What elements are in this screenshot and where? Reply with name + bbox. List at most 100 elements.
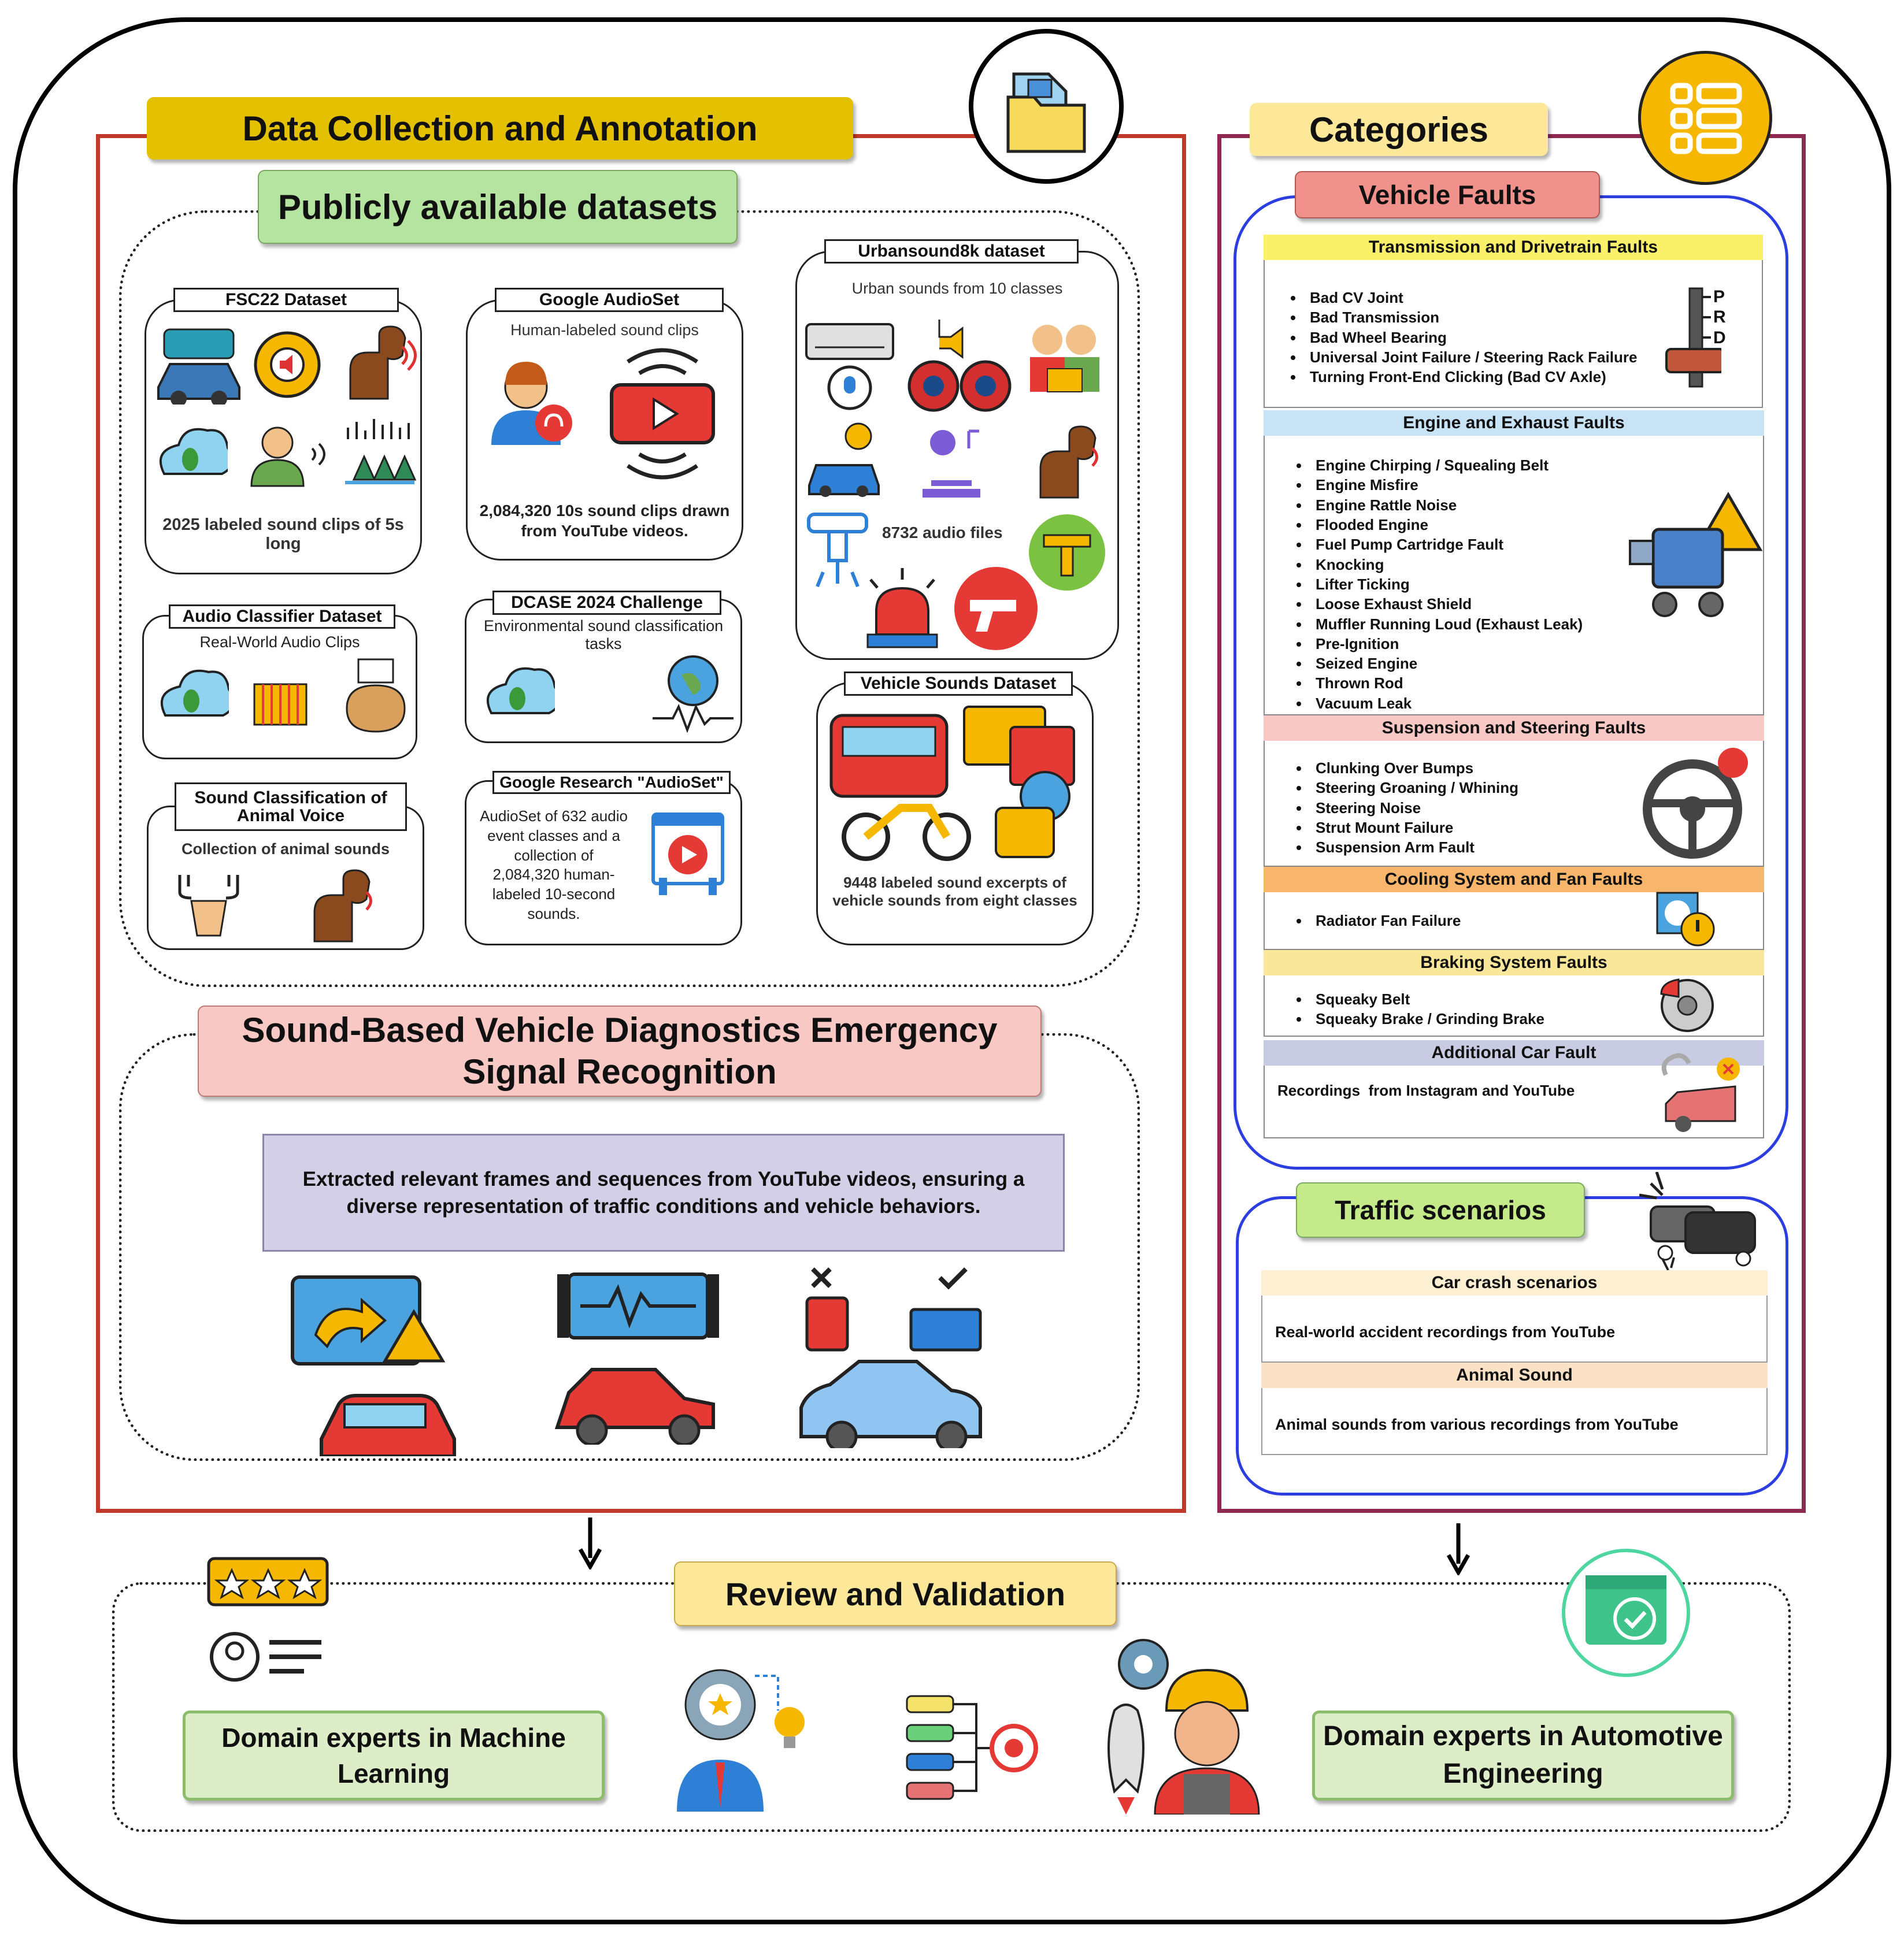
transmission-list: Bad CV Joint Bad Transmission Bad Wheel … — [1264, 288, 1703, 387]
braking-title: Braking System Faults — [1264, 950, 1764, 975]
urbansound-name: Urbansound8k dataset — [824, 239, 1079, 264]
fault-item: Radiator Fan Failure — [1310, 911, 1662, 930]
fault-item: Bad CV Joint — [1304, 288, 1703, 307]
animal-voice-name: Sound Classification of Animal Voice — [175, 782, 407, 831]
engineer-rocket-icon — [1107, 1639, 1260, 1815]
traffic-title: Traffic scenarios — [1296, 1182, 1585, 1238]
siren-icon — [866, 568, 938, 648]
folder-image-icon — [969, 29, 1124, 184]
fsc22-caption: 2025 labeled sound clips of 5s long — [162, 515, 404, 553]
additional-text: Recordings from Instagram and YouTube — [1277, 1082, 1575, 1099]
forest-sound-icon — [345, 419, 417, 484]
engine-list: Engine Chirping / Squealing Belt Engine … — [1269, 455, 1674, 713]
automotive-experts-label: Domain experts in Automotive Engineering — [1312, 1711, 1734, 1801]
fault-item: Seized Engine — [1310, 654, 1674, 673]
audio-classifier-name: Audio Classifier Dataset — [169, 604, 395, 629]
transmission-title: Transmission and Drivetrain Faults — [1264, 235, 1763, 260]
car-crash-icon — [1639, 1172, 1756, 1270]
emergency-title: Sound-Based Vehicle Diagnostics Emergenc… — [198, 1006, 1042, 1097]
steering-wheel-icon — [1643, 748, 1748, 859]
additional-title: Additional Car Fault — [1264, 1040, 1764, 1066]
dog-icon — [349, 325, 417, 400]
arrow-down-icon — [578, 1518, 602, 1570]
air-conditioner-icon — [805, 323, 894, 410]
speakers-icon — [907, 320, 1012, 412]
car-crash-text: Real-world accident recordings from YouT… — [1275, 1323, 1616, 1341]
dog-bark-icon — [1039, 425, 1098, 499]
list-icon — [1638, 51, 1772, 185]
urbansound-subtitle: Urban sounds from 10 classes — [851, 280, 1063, 297]
children-playing-icon — [1030, 325, 1099, 392]
vehicle-faults-title: Vehicle Faults — [1295, 171, 1600, 218]
public-datasets-title: Publicly available datasets — [258, 170, 738, 244]
cow-sound-icon — [346, 658, 406, 733]
cloud-leaf-icon — [159, 428, 228, 475]
dcase-name: DCASE 2024 Challenge — [492, 591, 721, 615]
brake-disc-icon — [1660, 978, 1714, 1032]
car-breakdown-icon — [1661, 1053, 1740, 1132]
radiator-fan-warning-icon — [1656, 892, 1715, 947]
outer-frame — [13, 17, 1891, 1924]
verified-window-icon — [1562, 1549, 1690, 1677]
braking-list: Squeaky Belt Squeaky Brake / Grinding Br… — [1269, 989, 1662, 1029]
research-audioset-caption: AudioSet of 632 audio event classes and … — [480, 807, 628, 922]
fault-item: Universal Joint Failure / Steering Rack … — [1304, 347, 1703, 367]
arrow-down-icon — [1446, 1523, 1470, 1575]
urbansound-count: 8732 audio files — [882, 524, 1003, 541]
audio-window-icon — [651, 812, 724, 895]
person-speaking-icon — [250, 426, 325, 487]
gear-letter-r: R — [1713, 307, 1726, 327]
fault-item: Fuel Pump Cartridge Fault — [1310, 535, 1674, 554]
vehicles-group-icon — [829, 706, 1075, 861]
car-crash-title: Car crash scenarios — [1261, 1270, 1768, 1296]
gear-letter-d: D — [1713, 328, 1726, 347]
video-play-icon — [610, 348, 715, 480]
fault-item: Vacuum Leak — [1310, 693, 1674, 713]
animal-sound-title: Animal Sound — [1261, 1363, 1768, 1388]
fault-item: Turning Front-End Clicking (Bad CV Axle) — [1304, 367, 1703, 387]
fault-item: Bad Transmission — [1304, 307, 1703, 327]
fault-item: Steering Noise — [1310, 798, 1662, 818]
engine-title: Engine and Exhaust Faults — [1264, 410, 1764, 436]
cloud-leaf-icon — [160, 669, 229, 717]
fault-item: Engine Misfire — [1310, 475, 1674, 495]
dcase-subtitle: Environmental sound classification tasks — [483, 617, 724, 652]
suspension-title: Suspension and Steering Faults — [1264, 715, 1764, 741]
fault-item: Squeaky Belt — [1310, 989, 1662, 1009]
research-audioset-name: Google Research "AudioSet" — [492, 771, 731, 794]
audioset-caption: 2,084,320 10s sound clips drawn from You… — [479, 502, 730, 540]
audioset-subtitle: Human-labeled sound clips — [510, 321, 699, 339]
suspension-list: Clunking Over Bumps Steering Groaning / … — [1269, 758, 1662, 858]
fault-item: Suspension Arm Fault — [1310, 837, 1662, 857]
deer-icon — [178, 875, 239, 937]
fuel-battery-car-icon — [799, 1267, 982, 1448]
dog-icon — [313, 869, 372, 943]
cloud-leaf-icon — [486, 667, 555, 714]
vehicle-sounds-caption: 9448 labeled sound excerpts of vehicle s… — [832, 874, 1077, 909]
cooling-list: Radiator Fan Failure — [1269, 911, 1662, 930]
fault-item: Knocking — [1310, 555, 1674, 574]
review-title: Review and Validation — [674, 1561, 1117, 1626]
car-engine-icon — [808, 422, 880, 497]
categories-title: Categories — [1250, 103, 1548, 156]
globe-wave-icon — [653, 655, 734, 733]
fault-item: Clunking Over Bumps — [1310, 758, 1662, 778]
fsc22-name: FSC22 Dataset — [173, 288, 399, 312]
animal-voice-subtitle: Collection of animal sounds — [181, 840, 390, 858]
expert-idea-icon — [677, 1669, 805, 1812]
cooling-title: Cooling System and Fan Faults — [1264, 867, 1764, 892]
fault-item: Steering Groaning / Whining — [1310, 778, 1662, 797]
emergency-description: Extracted relevant frames and sequences … — [262, 1134, 1065, 1252]
flow-target-icon — [906, 1695, 1038, 1800]
rating-review-icon — [207, 1557, 329, 1682]
user-headphones-icon — [491, 362, 572, 445]
street-music-icon — [923, 429, 980, 498]
jackhammer-icon — [1029, 514, 1105, 591]
data-collection-title: Data Collection and Annotation — [147, 97, 853, 159]
fault-item: Muffler Running Loud (Exhaust Leak) — [1310, 614, 1674, 634]
car-traffic-warning-icon — [291, 1275, 456, 1456]
audioset-name: Google AudioSet — [495, 288, 724, 312]
fault-item: Engine Chirping / Squealing Belt — [1310, 455, 1674, 475]
engine-warning-icon — [1629, 492, 1763, 617]
fault-item: Loose Exhaust Shield — [1310, 594, 1674, 614]
